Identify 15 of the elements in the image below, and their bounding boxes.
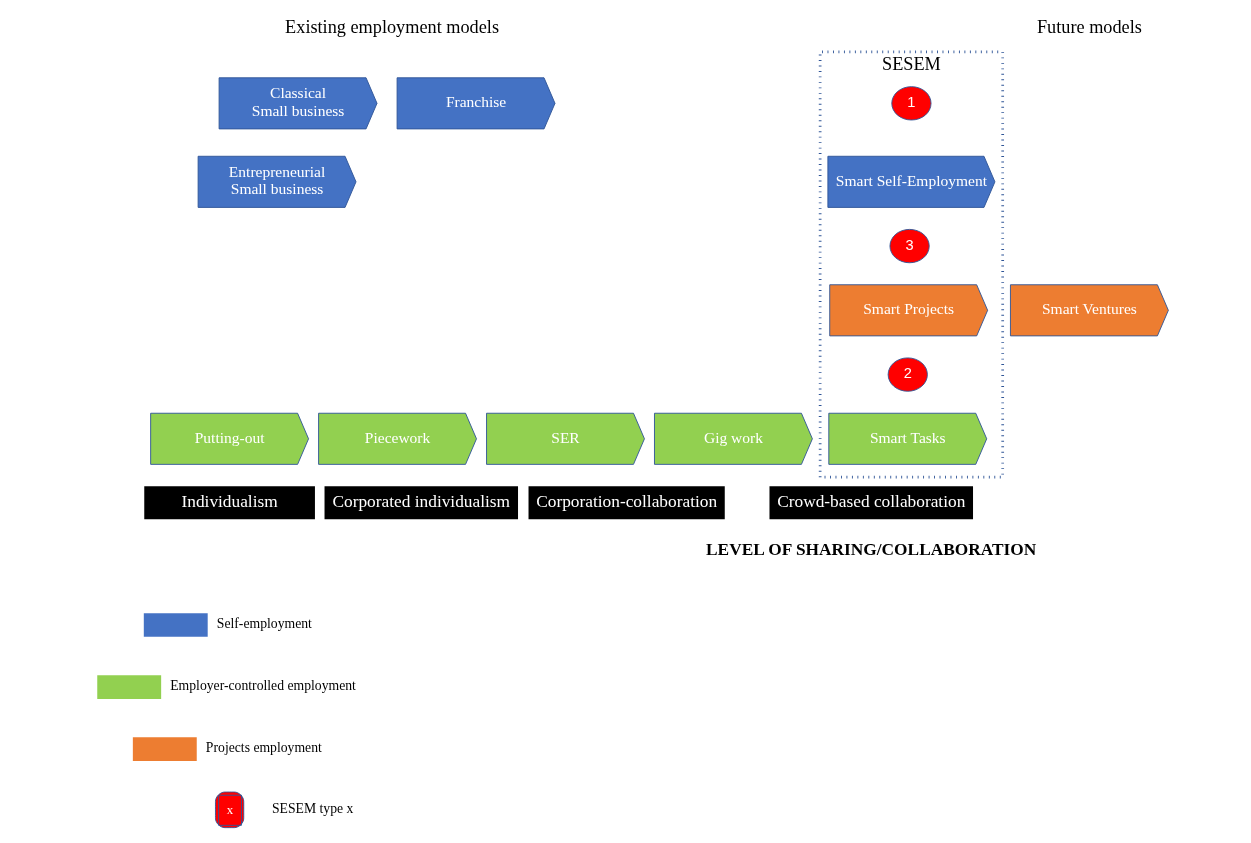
label: Existing employment models [285,16,500,37]
label: x [226,802,234,817]
legend-label: Self-employment [216,616,312,632]
label: Future models [1036,16,1142,37]
node-ellipse: 2 [887,357,928,392]
legend-label: SESEM type x [271,801,354,817]
node-ellipse: 1 [891,86,932,121]
label: LEVEL OF SHARING/COLLABORATION [706,540,1037,560]
label: Individualism [181,491,278,511]
label: Corporation-collaboration [536,491,718,511]
legend-label: Projects employment [205,740,322,756]
label: Corporated individualism [332,491,511,511]
legend-label: Employer-controlled employment [170,678,356,694]
node-ellipse: 3 [889,228,930,264]
label: Crowd-based collaboration [777,491,966,511]
